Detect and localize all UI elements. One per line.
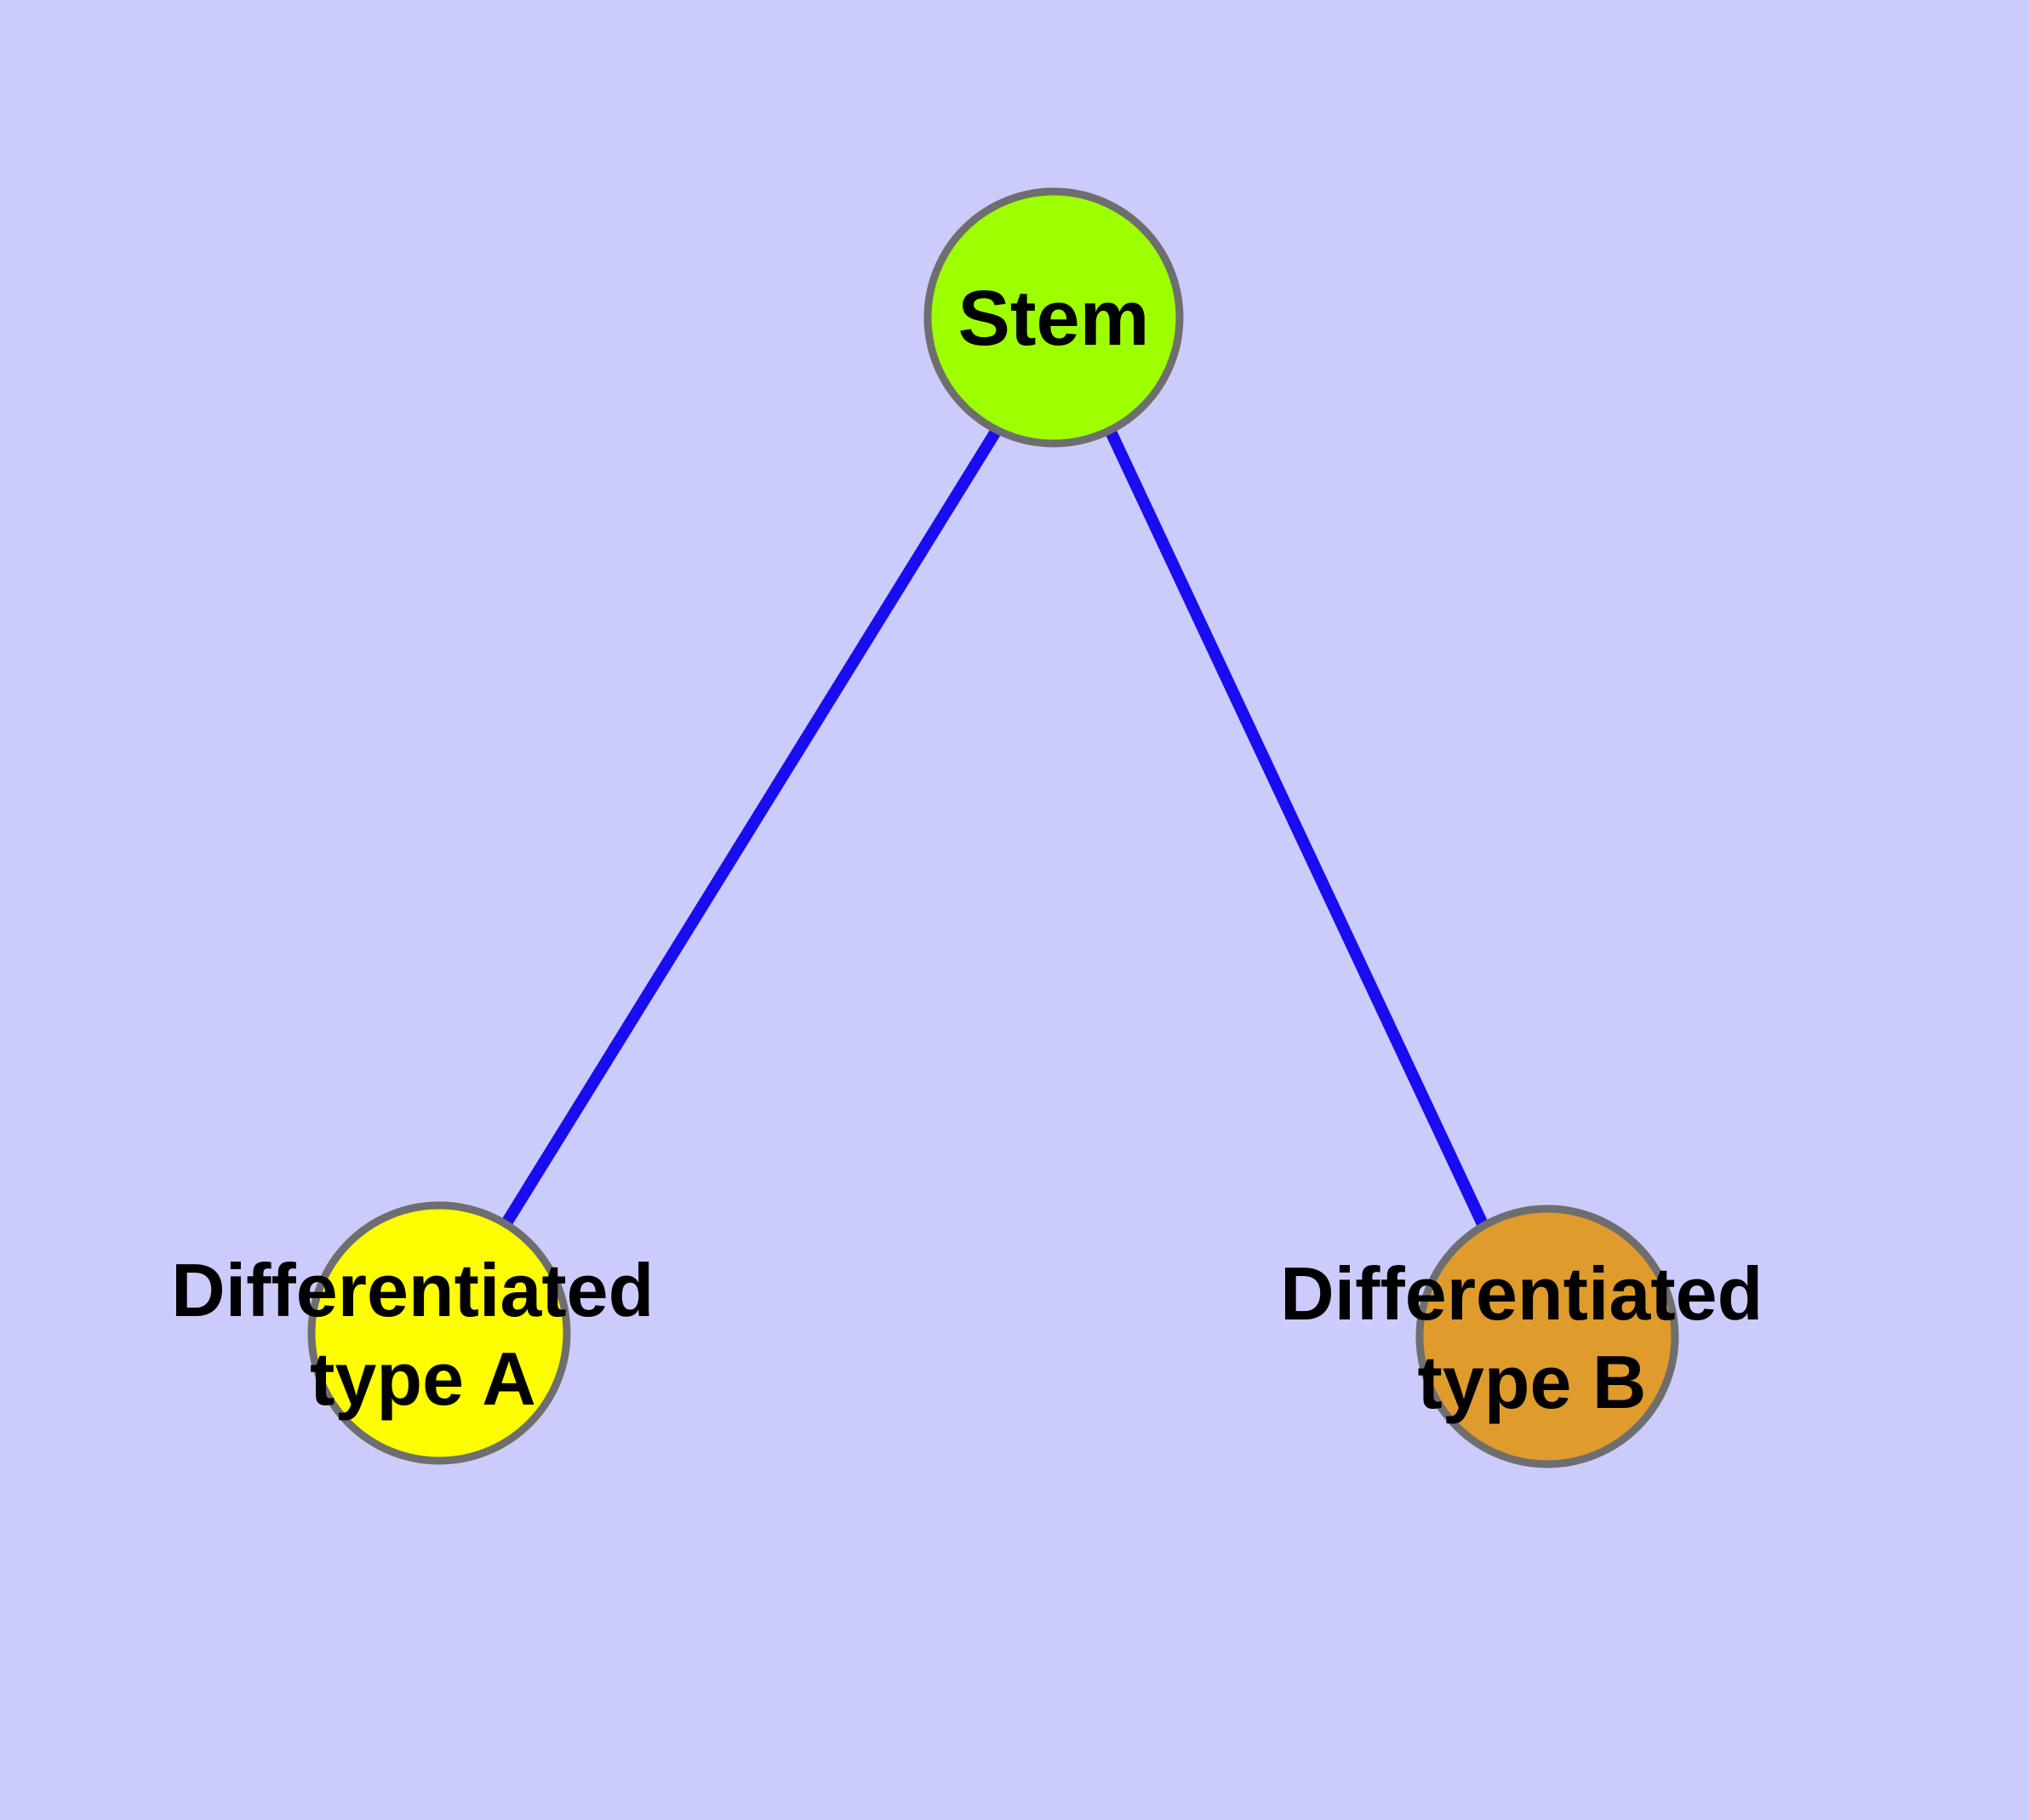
edges-group [499, 426, 1489, 1232]
node-differentiated-type-b-label-line-1: Differentiated [1280, 1251, 1763, 1336]
node-stem-circle[interactable] [923, 187, 1184, 448]
nodes-group: Stem Differentiated type A Differentiate… [171, 187, 1784, 1468]
node-differentiated-type-b[interactable]: Differentiated type B [1280, 1205, 1784, 1468]
node-differentiated-type-b-label-line-2: type B [1418, 1340, 1647, 1424]
node-stem-label-line-1: Stem [958, 275, 1150, 362]
node-differentiated-type-a[interactable]: Differentiated type A [171, 1201, 675, 1465]
node-differentiated-type-a-circle[interactable] [307, 1201, 571, 1465]
node-stem[interactable]: Stem [923, 187, 1184, 448]
node-differentiated-type-b-label: Differentiated type B [1280, 1251, 1784, 1424]
edge-stem-to-differentiated-a[interactable] [499, 426, 1002, 1232]
node-differentiated-type-b-circle[interactable] [1415, 1205, 1679, 1468]
edge-stem-to-differentiated-b[interactable] [1105, 426, 1489, 1230]
node-differentiated-type-a-label: Differentiated type A [171, 1248, 675, 1421]
node-stem-label: Stem [958, 275, 1150, 362]
node-differentiated-type-a-label-line-2: type A [310, 1336, 536, 1421]
node-differentiated-type-a-label-line-1: Differentiated [171, 1248, 654, 1332]
